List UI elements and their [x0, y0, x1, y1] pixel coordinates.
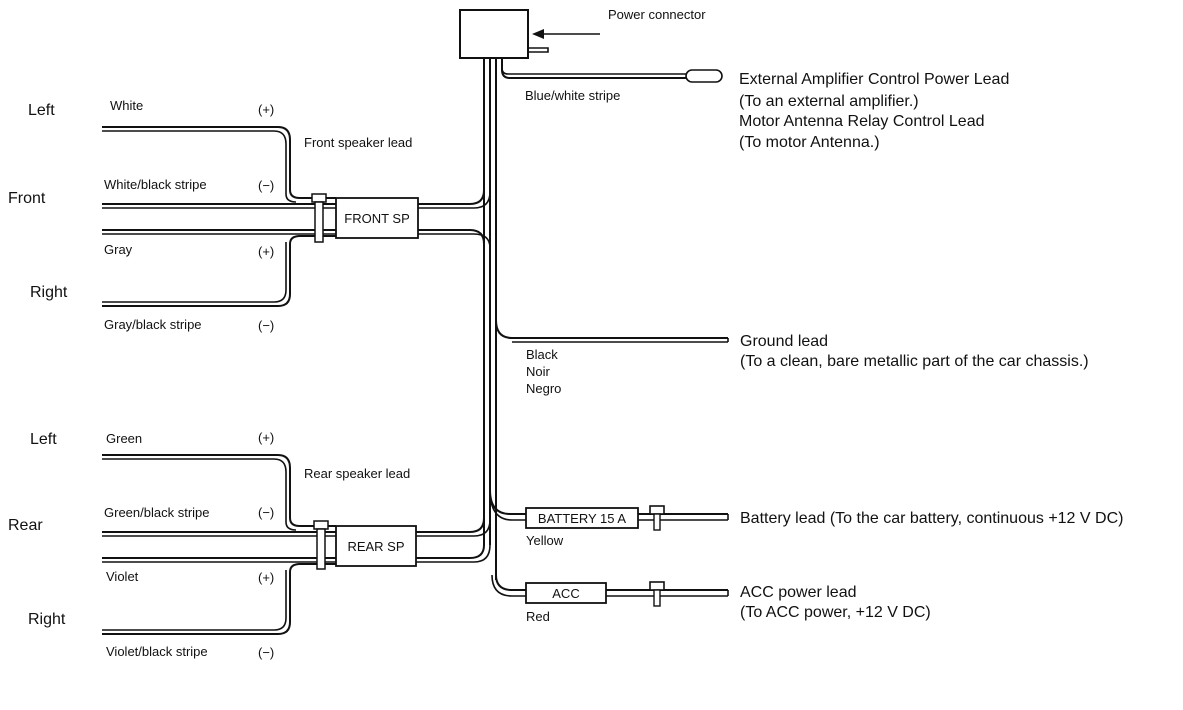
acc-wire-color: Red — [526, 609, 550, 624]
rear-wire-1-polarity: (+) — [258, 430, 274, 445]
front-wire-1-polarity: (+) — [258, 102, 274, 117]
front-wire-2-polarity: (−) — [258, 178, 274, 193]
rear-wire-1-color: Green — [106, 431, 142, 446]
amp-lead-line-3: Motor Antenna Relay Control Lead — [739, 113, 984, 130]
ground-color-es: Negro — [526, 381, 561, 396]
front-wire-3-color: Gray — [104, 242, 133, 257]
ground-color-fr: Noir — [526, 364, 551, 379]
acc-lead-line-1: ACC power lead — [740, 584, 857, 601]
rear-wire-3-polarity: (+) — [258, 570, 274, 585]
rear-lead-label: Rear speaker lead — [304, 466, 410, 481]
rear-wire-4-color: Violet/black stripe — [106, 644, 208, 659]
acc-fuse-label: ACC — [552, 586, 579, 601]
rear-clamp — [313, 520, 329, 570]
battery-wire-color: Yellow — [526, 533, 564, 548]
amp-lead-line-1: External Amplifier Control Power Lead — [739, 71, 1009, 88]
front-lead-label: Front speaker lead — [304, 135, 412, 150]
battery-fuse-holder — [525, 505, 665, 531]
front-speaker-wires — [102, 126, 491, 307]
power-connector-label: Power connector — [608, 7, 706, 22]
acc-wire — [491, 574, 729, 597]
front-wire-3-polarity: (+) — [258, 244, 274, 259]
rear-group-label: Rear — [8, 517, 43, 534]
ground-lead-line-1: Ground lead — [740, 333, 828, 350]
front-left-label: Left — [28, 102, 55, 119]
front-sp-label: FRONT SP — [344, 211, 410, 226]
rear-sp-label: REAR SP — [347, 539, 404, 554]
rear-right-label: Right — [28, 611, 66, 628]
rear-wire-2-polarity: (−) — [258, 505, 274, 520]
front-wire-2-color: White/black stripe — [104, 177, 207, 192]
amp-control-wire — [501, 58, 723, 83]
battery-lead-line-1: Battery lead (To the car battery, contin… — [740, 510, 1123, 527]
rear-speaker-wires — [102, 454, 491, 635]
front-clamp — [311, 193, 327, 243]
battery-wire — [489, 489, 729, 521]
harness-trunk — [483, 58, 497, 580]
rear-wire-3-color: Violet — [106, 569, 139, 584]
ground-wire — [495, 319, 729, 343]
front-sp-connector — [335, 197, 419, 239]
amp-lead-line-2: (To an external amplifier.) — [739, 93, 919, 110]
power-connector — [459, 9, 549, 59]
front-group-label: Front — [8, 190, 46, 207]
amp-wire-color: Blue/white stripe — [525, 88, 620, 103]
front-wire-1-color: White — [110, 98, 143, 113]
rear-wire-2-color: Green/black stripe — [104, 505, 210, 520]
ground-lead-line-2: (To a clean, bare metallic part of the c… — [740, 353, 1089, 370]
rear-wire-4-polarity: (−) — [258, 645, 274, 660]
amp-lead-line-4: (To motor Antenna.) — [739, 134, 880, 151]
rear-left-label: Left — [30, 431, 57, 448]
rear-sp-connector — [335, 525, 417, 567]
battery-fuse-label: BATTERY 15 A — [538, 511, 626, 526]
power-connector-arrow — [532, 29, 600, 39]
front-right-label: Right — [30, 284, 68, 301]
front-wire-4-polarity: (−) — [258, 318, 274, 333]
acc-lead-line-2: (To ACC power, +12 V DC) — [740, 604, 931, 621]
front-wire-4-color: Gray/black stripe — [104, 317, 202, 332]
acc-fuse-holder — [525, 581, 665, 607]
ground-color-en: Black — [526, 347, 558, 362]
